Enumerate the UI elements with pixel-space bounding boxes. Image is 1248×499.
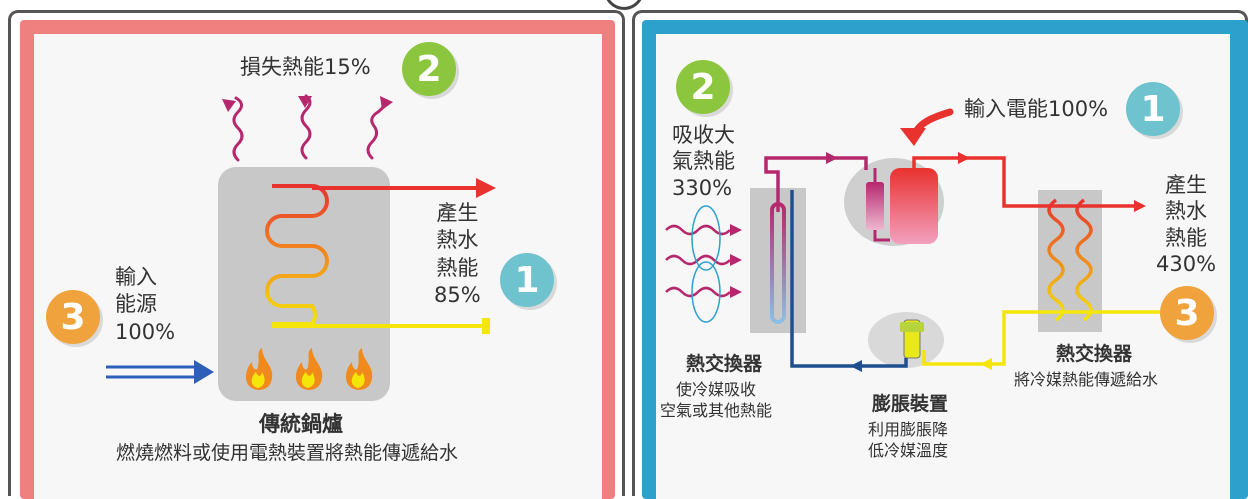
condenser-description: 將冷媒熱能傳遞給水 (1014, 370, 1159, 389)
badge-1-icon: 1 (500, 253, 554, 307)
boiler-body (218, 167, 390, 401)
heat-loss-arrowheads (222, 96, 393, 112)
badge-2-icon: 2 (402, 42, 456, 96)
pipe-cold-to-evaporator (790, 190, 908, 368)
pipe-hot-to-condenser (912, 156, 1138, 208)
badge-3-icon-right: 3 (1160, 286, 1214, 340)
boiler-description: 燃燒燃料或使用電熱裝置將熱能傳遞給水 (116, 442, 459, 464)
heat-loss-label: 損失熱能15% (240, 55, 371, 79)
badge-3-icon: 3 (46, 290, 100, 344)
expansion-description: 利用膨脹降 低冷媒溫度 (868, 420, 949, 460)
fan-icon (691, 205, 721, 323)
hot-water-arrowhead (476, 178, 496, 198)
boiler-title: 傳統鍋爐 (259, 412, 343, 436)
evaporator-title: 熱交換器 (686, 353, 763, 375)
badge-1-icon-right: 1 (1126, 82, 1180, 136)
compressor-tank (890, 168, 938, 244)
condenser-coil-a (1047, 198, 1065, 322)
hot-water-output-label-right: 產生 熱水 熱能 430% (1156, 173, 1217, 276)
compressor-tube (866, 182, 884, 230)
pipe-to-compressor (764, 156, 868, 212)
condenser-title: 熱交換器 (1056, 343, 1133, 365)
air-intake-waves (665, 224, 731, 298)
badge-2-icon-right: 2 (676, 60, 730, 114)
input-energy-label: 輸入 能源 100% (115, 265, 176, 344)
cold-water-cap (482, 318, 490, 334)
evaporator-box (750, 188, 806, 333)
condenser-coil-b (1075, 198, 1093, 322)
absorb-air-heat-label: 吸收大 氣熱能 330% (672, 123, 735, 200)
heat-loss-arrows (232, 94, 386, 162)
expansion-title: 膨脹裝置 (872, 393, 949, 415)
boiler-heating-coil (265, 184, 329, 326)
hot-water-out-arrowhead (1134, 200, 1146, 212)
evaporator-coil (770, 202, 786, 324)
flames (245, 348, 373, 390)
input-energy-arrow (106, 365, 196, 379)
hot-water-output-label: 產生 熱水 熱能 85% (434, 201, 481, 307)
power-input-label: 輸入電能100% (964, 97, 1109, 121)
evaporator-description: 使冷媒吸收 空氣或其他熱能 (660, 380, 773, 420)
pipe-cold-water-in (922, 310, 1160, 366)
